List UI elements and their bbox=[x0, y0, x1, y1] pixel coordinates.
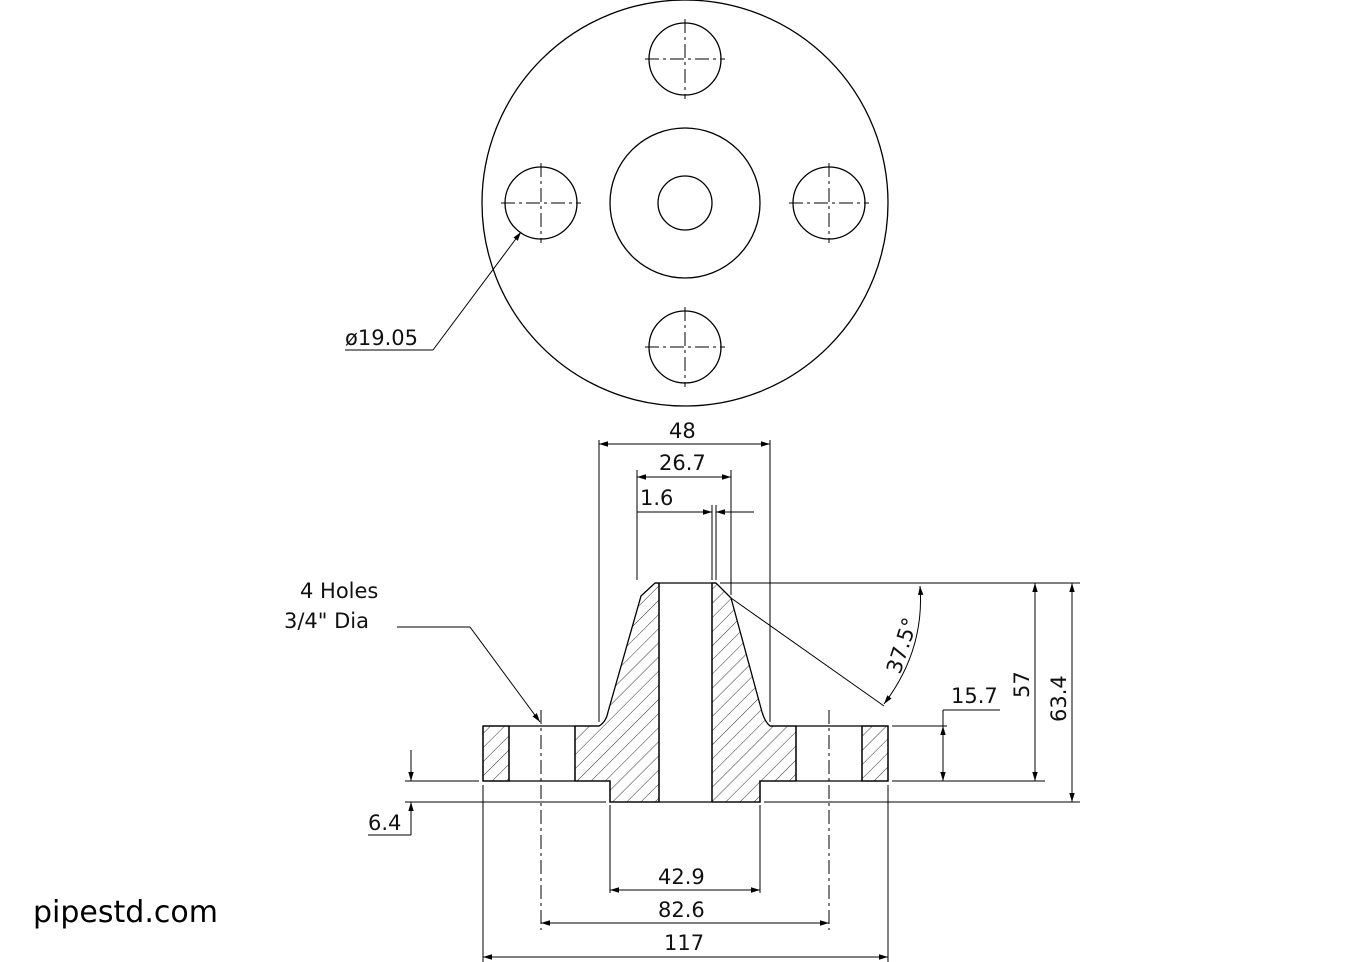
dim-6-4-label: 6.4 bbox=[368, 811, 401, 835]
hole-note-line2: 3/4" Dia bbox=[284, 609, 369, 633]
dim-42-9-label: 42.9 bbox=[658, 865, 705, 889]
dim-82-6-label: 82.6 bbox=[658, 898, 705, 922]
section-view: 4 Holes 3/4" Dia 48 26.7 1.6 37.5° 15.7 … bbox=[284, 419, 1080, 962]
dim-15-7-label: 15.7 bbox=[951, 684, 998, 708]
dim-angle-label: 37.5° bbox=[882, 615, 923, 677]
hatch-right-hub bbox=[711, 582, 797, 803]
hub-circle bbox=[609, 127, 761, 279]
hatch-left-lip bbox=[482, 725, 510, 782]
dim-1-6-label: 1.6 bbox=[640, 486, 673, 510]
dim-63-4-label: 63.4 bbox=[1047, 675, 1071, 722]
bolt-hole-left bbox=[501, 163, 581, 243]
dim-48-label: 48 bbox=[669, 419, 696, 443]
bore-circle bbox=[657, 175, 713, 231]
bolt-hole-top bbox=[645, 19, 725, 99]
dim-117-label: 117 bbox=[664, 931, 704, 955]
dim-arc-37-5 bbox=[883, 585, 924, 705]
watermark-text: pipestd.com bbox=[33, 895, 218, 930]
flange-outer-circle bbox=[481, 0, 889, 407]
hole-note-line1: 4 Holes bbox=[300, 579, 378, 603]
flange-outline bbox=[482, 725, 889, 803]
dim-26-7-label: 26.7 bbox=[659, 451, 706, 475]
dim-57-label: 57 bbox=[1010, 671, 1034, 698]
bolt-hole-right bbox=[789, 163, 869, 243]
bolt-hole-bottom bbox=[645, 307, 725, 387]
hatch-left-hub bbox=[574, 582, 660, 803]
hatch-right-lip bbox=[861, 725, 889, 782]
hole-diameter-label: ø19.05 bbox=[345, 326, 418, 350]
hole-diameter-leader bbox=[345, 231, 522, 351]
top-view: ø19.05 bbox=[345, 0, 889, 407]
